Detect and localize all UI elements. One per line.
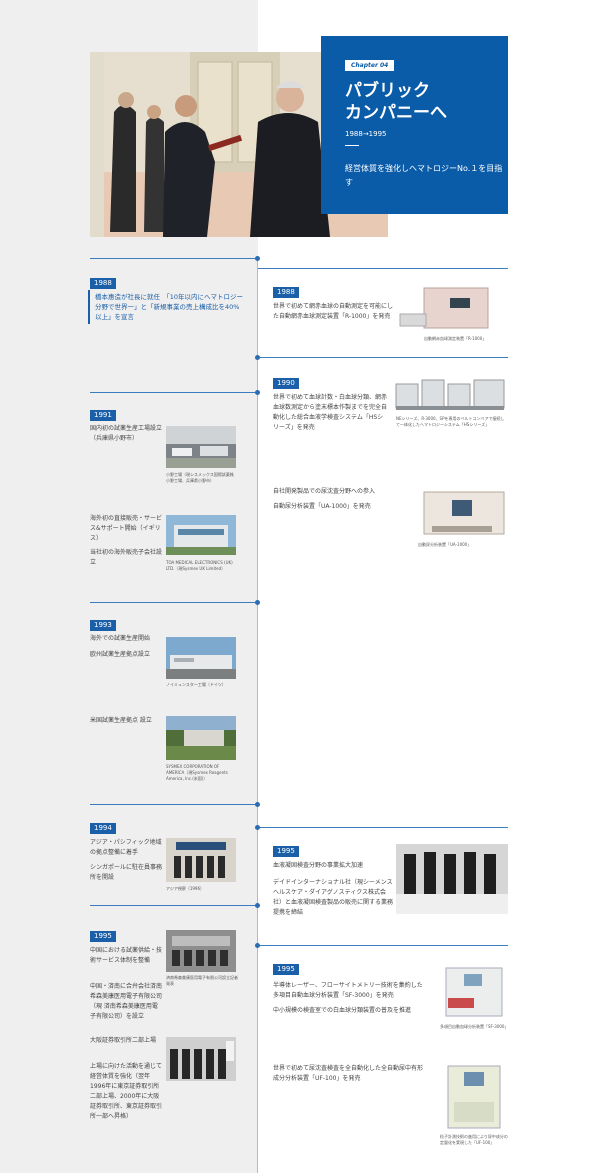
event-text: 橋本惠造が社長に就任 「10年以内にヘマトロジー分野で世界一」と「新規事業の売上…	[95, 293, 244, 321]
year-badge: 1991	[90, 410, 116, 421]
event-text: 米国試薬生産拠点 設立	[90, 717, 152, 724]
timeline-dot	[255, 355, 260, 360]
timeline-rule	[90, 804, 258, 805]
photo-caption: 粒子計測技術の進用により尿中成分の定量化を実現した「UF-100」	[440, 1134, 508, 1145]
event-text: 自社開発製品での尿沈査分野への参入	[273, 488, 376, 495]
event-text: 海外での試薬生産開始	[90, 635, 151, 642]
timeline-rule	[258, 827, 508, 828]
chapter-header-box: Chapter 04 パブリックカンパニーへ 1988→1995 経営体質を強化…	[321, 36, 508, 214]
photo-caption: SYSMEX CORPORATION OF AMERICA（現Sysmex Re…	[166, 764, 228, 781]
photo-caption: 自動網赤血球測定装置「R-1000」	[424, 336, 487, 341]
sf3000-device-photo	[440, 962, 508, 1020]
event-text: アジア・パシフィック地域の拠点整備に着手	[90, 839, 162, 856]
event-text: デイドインターナショナル社（現シーメンスヘルスケア・ダイアグノスティクス株式会社…	[273, 879, 394, 916]
event-text: 中国・済南に合弁会社済南希森美康医用電子有限公司（現 済南希森美康医用電子有限公…	[90, 983, 163, 1020]
chapter-years: 1988→1995	[345, 130, 387, 138]
photo-caption: 済南希森美康医用電子有限公司設立記者発表	[166, 975, 238, 986]
hs-series-photo	[394, 376, 508, 412]
ono-factory-photo	[166, 426, 236, 468]
event-text: 大阪証券取引所二部上場	[90, 1037, 157, 1044]
event-text: 自動尿分析装置「UA-1000」を発売	[273, 503, 371, 510]
photo-caption: NEシリーズ、R-3000、SPを専用のベルトコンベアで接続して一体化したヘマト…	[396, 416, 505, 427]
timeline-rule	[90, 602, 258, 603]
timeline-rule	[90, 258, 258, 259]
chapter-divider	[345, 145, 359, 146]
neumunster-factory-photo	[166, 637, 236, 679]
event-text: 中小規模の検査室での白血球分類装置の普及を推進	[273, 1007, 412, 1014]
event-text: 中国における試薬供給・技術サービス体制を整備	[90, 947, 163, 964]
timeline-rule	[90, 905, 258, 906]
event-text: 欧州試薬生産拠点設立	[90, 651, 151, 658]
timeline-dot	[255, 390, 260, 395]
timeline-dot	[255, 256, 260, 261]
event-text: 世界で初めて尿沈査検査を全自動化した全自動尿中有形成分分析装置「UF-100」を…	[273, 1065, 424, 1082]
uf100-device-photo	[440, 1062, 508, 1132]
chapter-title: パブリックカンパニーへ	[345, 81, 447, 123]
event-text: 上場に向けた活動を通じて経営体質を強化（翌年1996年に東京証券取引所二部上場、…	[90, 1063, 163, 1120]
jinan-press-photo	[166, 930, 236, 972]
timeline-rule	[258, 357, 508, 358]
year-badge: 1995	[273, 846, 299, 857]
timeline-rule	[258, 268, 508, 269]
event-text: シンガポールに駐在員事務所を開設	[90, 864, 163, 881]
event-text: 海外初の直接販売・サービス&サポート開始（イギリス）	[90, 515, 163, 542]
timeline-rule	[90, 392, 258, 393]
year-badge: 1990	[273, 378, 299, 389]
event-text: 当社初の海外販売子会社設立	[90, 549, 163, 566]
us-factory-photo	[166, 716, 236, 760]
photo-caption: 多項目自動血球分析装置「SF-3000」	[440, 1024, 509, 1029]
timeline-dot	[255, 943, 260, 948]
photo-caption: 自動尿分析装置「UA-1000」	[418, 542, 472, 547]
event-text: 世界で初めて血球計数・白血球分類、網赤血球数測定から塗末標本作製までを完全自動化…	[273, 394, 388, 431]
year-badge: 1995	[90, 931, 116, 942]
photo-caption: TOA MEDICAL ELECTRONICS (UK) LTD.（現Sysme…	[166, 560, 233, 571]
photo-caption: ノイミュンスター工場（ドイツ）	[166, 682, 226, 687]
chapter-subtitle: 経営体質を強化しヘマトロジーNo.１を目指す	[345, 164, 503, 187]
photo-caption: 小野工場（現シスメックス国際試薬株 小野工場、兵庫県小野市）	[166, 472, 238, 483]
year-badge: 1994	[90, 823, 116, 834]
highlight-bar	[88, 290, 90, 324]
event-text: 血液凝固検査分野の事業拡大加速	[273, 862, 364, 869]
ua1000-device-photo	[418, 488, 508, 538]
timeline-dot	[255, 903, 260, 908]
event-text: 半導体レーザー、フローサイトメトリー技術を集約した多項目自動血球分析装置「SF-…	[273, 982, 423, 999]
timeline-dot	[255, 802, 260, 807]
year-badge: 1993	[90, 620, 116, 631]
uk-office-photo	[166, 515, 236, 555]
timeline-rule	[258, 945, 508, 946]
chapter-tag: Chapter 04	[345, 60, 395, 71]
photo-caption: アジア視察（1996）	[166, 886, 205, 891]
dade-signing-photo	[396, 844, 508, 914]
year-badge: 1988	[90, 278, 116, 289]
event-text: 国内初の試薬生産工場設立（兵庫県小野市）	[90, 425, 163, 442]
asia-visit-photo	[166, 838, 236, 882]
year-badge: 1988	[273, 287, 299, 298]
event-text: 世界で初めて網赤血球の自動測定を可能にした自動網赤血球測定装置「R-1000」を…	[273, 303, 394, 320]
osaka-listing-photo	[166, 1037, 236, 1081]
timeline-dot	[255, 600, 260, 605]
timeline-dot	[255, 825, 260, 830]
year-badge: 1995	[273, 964, 299, 975]
r1000-device-photo	[396, 284, 508, 334]
timeline-center-line	[257, 258, 258, 1173]
